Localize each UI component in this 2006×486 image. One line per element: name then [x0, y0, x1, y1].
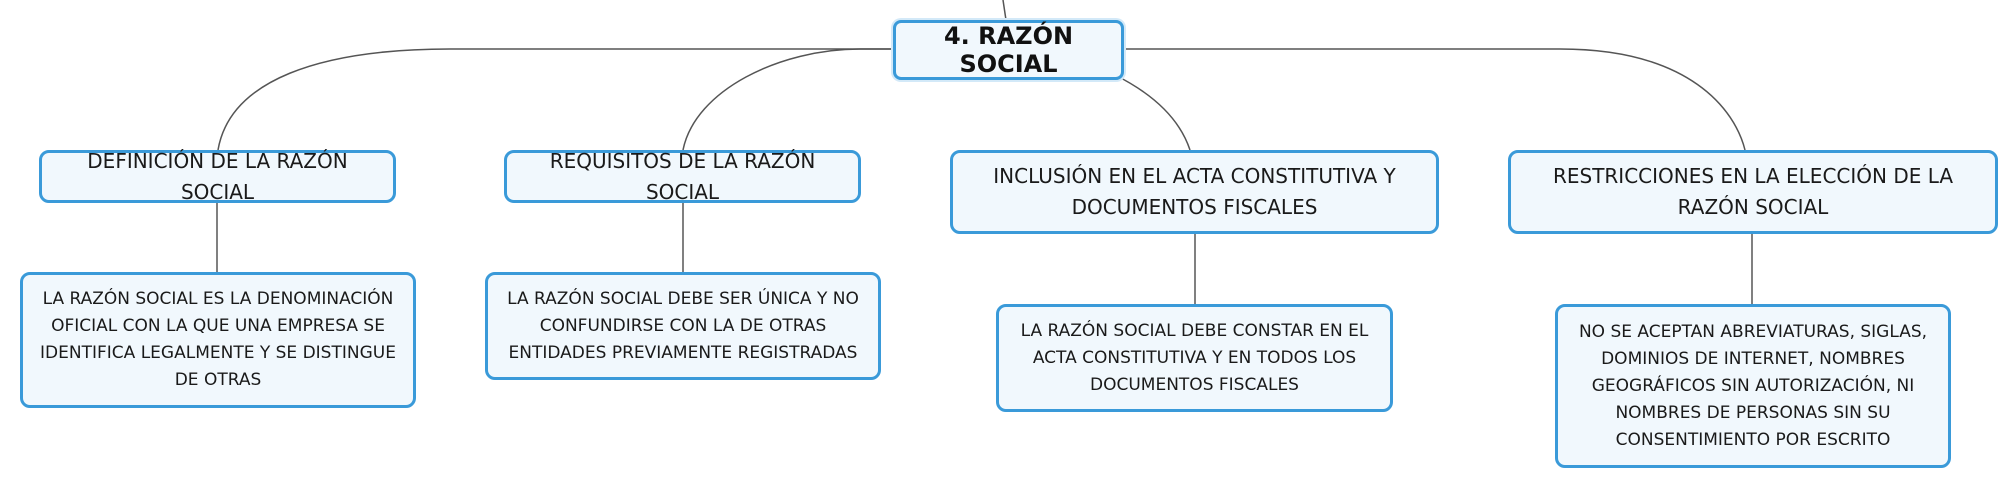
branch-node-definicion[interactable]: DEFINICIÓN DE LA RAZÓN SOCIAL: [39, 149, 396, 204]
leaf-node-requisitos[interactable]: LA RAZÓN SOCIAL DEBE SER ÚNICA Y NO CONF…: [485, 272, 881, 380]
branch-node-label: REQUISITOS DE LA RAZÓN SOCIAL: [549, 148, 816, 204]
connector-root-to-branch-1: [217, 48, 896, 151]
leaf-node-text: NO SE ACEPTAN ABREVIATURAS, SIGLAS, DOMI…: [1578, 321, 1928, 450]
leaf-node-text: LA RAZÓN SOCIAL DEBE SER ÚNICA Y NO CONF…: [507, 288, 859, 363]
connector-root-to-branch-4: [1122, 48, 1746, 151]
root-node[interactable]: 4. RAZÓN SOCIAL: [893, 20, 1124, 80]
connector-root-to-branch-3: [1114, 74, 1191, 151]
branch-node-inclusion[interactable]: INCLUSIÓN EN EL ACTA CONSTITUTIVA Y DOCU…: [950, 150, 1439, 234]
branch-node-label: DEFINICIÓN DE LA RAZÓN SOCIAL: [87, 148, 348, 204]
branch-node-restricciones[interactable]: RESTRICCIONES EN LA ELECCIÓN DE LA RAZÓN…: [1508, 150, 1998, 234]
leaf-node-restricciones[interactable]: NO SE ACEPTAN ABREVIATURAS, SIGLAS, DOMI…: [1555, 304, 1951, 468]
branch-node-requisitos[interactable]: REQUISITOS DE LA RAZÓN SOCIAL: [504, 149, 861, 204]
branch-node-label: INCLUSIÓN EN EL ACTA CONSTITUTIVA Y DOCU…: [993, 164, 1396, 219]
connector-parent-to-root: [1002, 0, 1007, 21]
leaf-node-text: LA RAZÓN SOCIAL DEBE CONSTAR EN EL ACTA …: [1020, 320, 1369, 395]
leaf-node-definicion[interactable]: LA RAZÓN SOCIAL ES LA DENOMINACIÓN OFICI…: [20, 272, 416, 408]
leaf-node-inclusion[interactable]: LA RAZÓN SOCIAL DEBE CONSTAR EN EL ACTA …: [996, 304, 1393, 412]
leaf-node-text: LA RAZÓN SOCIAL ES LA DENOMINACIÓN OFICI…: [40, 289, 396, 390]
branch-node-label: RESTRICCIONES EN LA ELECCIÓN DE LA RAZÓN…: [1552, 164, 1954, 219]
connector-root-to-branch-2: [682, 48, 896, 151]
root-node-label: 4. RAZÓN SOCIAL: [943, 22, 1074, 78]
